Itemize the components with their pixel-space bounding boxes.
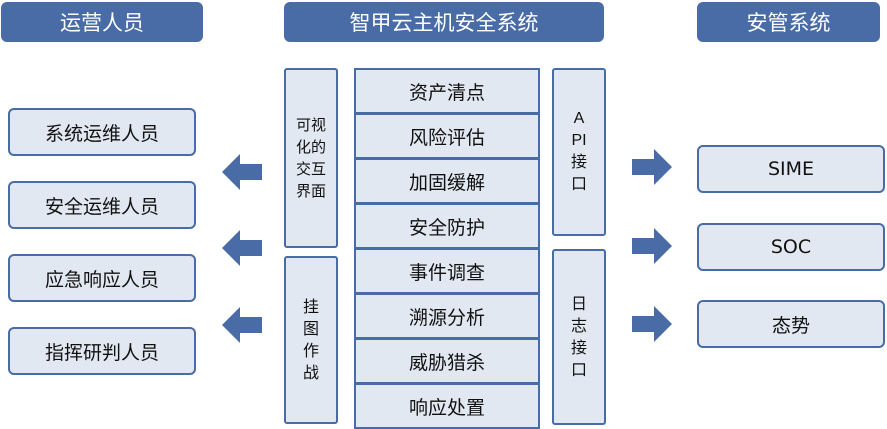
role-security-ops: 安全运维人员: [8, 181, 196, 229]
role-command-analysis: 指挥研判人员: [8, 327, 196, 375]
function-tracing: 溯源分析: [354, 293, 540, 339]
function-threat-hunting: 威胁猎杀: [354, 338, 540, 384]
log-interface-label: 日志接口: [570, 294, 587, 379]
system-soc: SOC: [697, 223, 885, 271]
operators-header: 运营人员: [1, 2, 203, 42]
right-arrow-2: [632, 228, 672, 264]
function-risk-assessment: 风险评估: [354, 113, 540, 159]
function-asset-inventory: 资产清点: [354, 68, 540, 114]
right-arrow-1: [632, 149, 672, 185]
right-arrow-3: [632, 306, 672, 342]
left-arrow-1: [222, 154, 262, 190]
function-hardening: 加固缓解: [354, 158, 540, 204]
battle-map-label: 挂图作战: [302, 297, 319, 382]
security-management-header: 安管系统: [697, 2, 880, 42]
visual-interface-label: 可视化的交互界面: [295, 116, 326, 200]
system-situation: 态势: [697, 300, 885, 348]
function-incident-investigation: 事件调查: [354, 248, 540, 294]
role-system-ops: 系统运维人员: [8, 108, 196, 156]
left-arrow-2: [222, 230, 262, 266]
function-response: 响应处置: [354, 383, 540, 429]
log-interface-panel: 日志接口: [552, 249, 606, 425]
role-emergency-response: 应急响应人员: [8, 254, 196, 302]
visual-interface-panel: 可视化的交互界面: [284, 68, 338, 248]
function-protection: 安全防护: [354, 203, 540, 249]
system-title-header: 智甲云主机安全系统: [284, 2, 604, 42]
left-arrow-3: [222, 307, 262, 343]
system-sime: SIME: [697, 145, 885, 193]
battle-map-panel: 挂图作战: [284, 256, 338, 424]
api-interface-panel: API接口: [552, 68, 606, 236]
api-interface-label: API接口: [570, 110, 587, 193]
